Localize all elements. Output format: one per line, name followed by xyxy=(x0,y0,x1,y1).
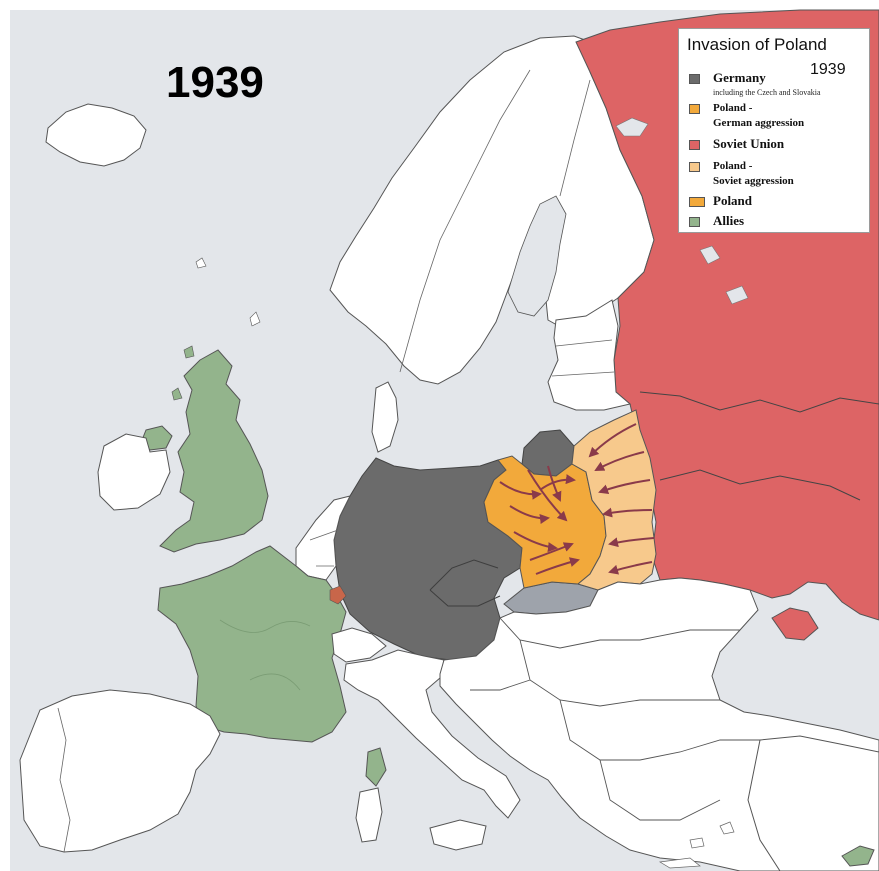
baltic-states xyxy=(547,299,632,411)
map-legend: Invasion of Poland 1939 Germany includin… xyxy=(678,28,870,233)
cyprus xyxy=(841,845,875,867)
uk-islands xyxy=(171,345,195,401)
gulf-of-bothnia xyxy=(507,195,567,317)
baltic-borders xyxy=(551,339,615,377)
legend-label: Germany xyxy=(713,70,766,85)
legend-swatch xyxy=(689,140,700,150)
ireland xyxy=(97,433,171,511)
legend-label-line2: German aggression xyxy=(713,117,805,129)
sardinia xyxy=(355,787,383,843)
southeast-borders xyxy=(470,617,760,821)
legend-swatch xyxy=(689,162,700,172)
lakes xyxy=(615,117,749,305)
legend-note: including the Czech and Slovakia xyxy=(713,88,821,97)
legend-label-line2: Soviet aggression xyxy=(713,175,794,187)
france xyxy=(157,545,347,743)
greek-islands xyxy=(658,821,735,869)
iceland xyxy=(45,103,147,167)
sicily xyxy=(429,819,487,851)
legend-swatch xyxy=(689,104,700,114)
legend-label: Poland - xyxy=(713,102,753,114)
portugal-border xyxy=(57,707,71,853)
legend-title: Invasion of Poland xyxy=(687,35,827,54)
crimea xyxy=(771,607,819,641)
saar xyxy=(329,585,347,605)
legend-swatch xyxy=(689,217,700,227)
soviet-invasion-arrows xyxy=(588,423,655,575)
benelux-borders xyxy=(309,529,339,567)
switzerland xyxy=(331,627,387,663)
great-britain xyxy=(159,349,269,553)
legend-label: Soviet Union xyxy=(713,136,785,151)
north-atlantic-islands xyxy=(195,257,261,327)
legend-label: Allies xyxy=(713,213,745,228)
turkey xyxy=(747,735,879,871)
legend-swatch xyxy=(689,74,700,84)
german-invasion-arrows xyxy=(499,465,580,575)
scandinavian-borders xyxy=(399,69,591,373)
france-rivers xyxy=(219,619,311,691)
legend-year: 1939 xyxy=(810,61,846,78)
italy xyxy=(343,649,521,819)
legend-swatch xyxy=(689,197,705,207)
soviet-internal-borders xyxy=(639,391,879,501)
czech-border xyxy=(429,559,501,607)
denmark xyxy=(371,381,399,453)
legend-label: Poland - xyxy=(713,160,753,172)
corsica xyxy=(365,747,387,787)
map-year-label: 1939 xyxy=(166,58,264,107)
legend-label: Poland xyxy=(713,193,753,208)
